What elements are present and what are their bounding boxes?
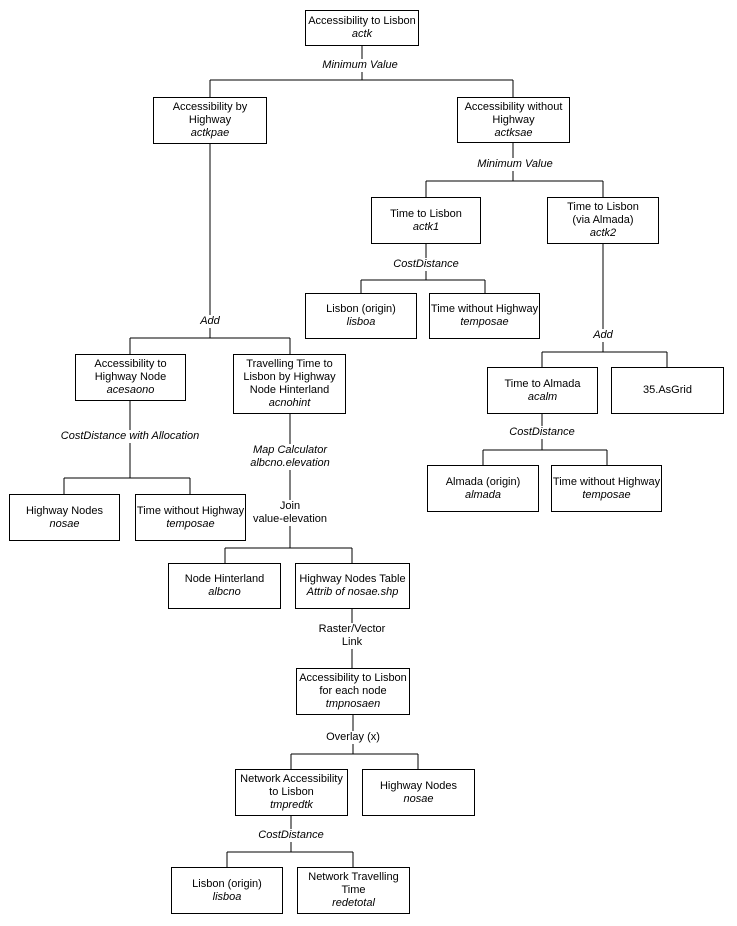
edge-label-costdistance-1: CostDistance (390, 258, 462, 271)
node-actk: Accessibility to Lisbon actk (305, 10, 419, 46)
node-35-asgrid-title: 35.AsGrid (643, 384, 692, 396)
node-acnohint-name: acnohint (268, 397, 311, 409)
node-temposae-2-name: temposae (582, 488, 631, 501)
edge-label-raster-vector-link: Raster/Vector Link (315, 623, 389, 649)
node-temposae-2: Time without Highway temposae (551, 465, 662, 512)
node-temposae-1-name: temposae (460, 316, 509, 328)
node-acnohint: Travelling Time to Lisbon by Highway Nod… (233, 354, 346, 414)
node-tmpnosaen: Accessibility to Lisbon for each node tm… (296, 668, 410, 715)
node-acalm: Time to Almada acalm (487, 367, 598, 414)
node-lisboa-1: Lisbon (origin) lisboa (305, 293, 417, 339)
edge-label-join: Join value-elevation (250, 500, 330, 526)
node-actk-title: Accessibility to Lisbon (308, 15, 416, 27)
node-tmpnosaen-name: tmpnosaen (325, 698, 381, 710)
node-almada: Almada (origin) almada (427, 465, 539, 512)
node-nosae-2: Highway Nodes nosae (362, 769, 475, 816)
node-acalm-name: acalm (527, 390, 558, 403)
node-acnohint-title: Travelling Time to Lisbon by Highway Nod… (243, 358, 336, 396)
node-tmpredtk-title: Network Accessibility to Lisbon (240, 773, 343, 798)
node-temposae-2-title: Time without Highway (552, 475, 661, 488)
node-lisboa-2: Lisbon (origin) lisboa (171, 867, 283, 914)
node-lisboa-2-name: lisboa (212, 890, 242, 903)
node-actk2: Time to Lisbon (via Almada) actk2 (547, 197, 659, 244)
node-actkpae: Accessibility by Highway actkpae (153, 97, 267, 144)
node-highway-nodes-table-name: Attrib of nosae.shp (306, 586, 399, 598)
node-redetotal-name: redetotal (332, 897, 375, 909)
node-actk2-title: Time to Lisbon (via Almada) (567, 201, 639, 226)
node-actksae-name: actksae (494, 126, 533, 139)
node-actkpae-title: Accessibility by Highway (172, 101, 248, 126)
node-nosae-2-title: Highway Nodes (379, 779, 458, 792)
node-highway-nodes-table: Highway Nodes Table Attrib of nosae.shp (295, 563, 410, 609)
node-tmpnosaen-title: Accessibility to Lisbon for each node (299, 672, 407, 697)
node-acesaono-title: Accessibility to Highway Node (94, 358, 167, 383)
node-actk-name: actk (351, 28, 373, 40)
node-almada-name: almada (464, 488, 502, 501)
edge-label-add-right: Add (590, 329, 616, 342)
node-nosae-1-title: Highway Nodes (25, 504, 104, 517)
node-actkpae-name: actkpae (190, 127, 230, 139)
node-redetotal: Network Travelling Time redetotal (297, 867, 410, 914)
node-temposae-3: Time without Highway temposae (135, 494, 246, 541)
node-albcno: Node Hinterland albcno (168, 563, 281, 609)
node-acesaono-name: acesaono (106, 384, 155, 396)
node-actk1-title: Time to Lisbon (390, 207, 462, 220)
node-lisboa-1-title: Lisbon (origin) (326, 303, 396, 315)
node-nosae-1: Highway Nodes nosae (9, 494, 120, 541)
node-temposae-3-title: Time without Highway (136, 504, 245, 517)
node-temposae-1: Time without Highway temposae (429, 293, 540, 339)
edge-label-overlay-x: Overlay (x) (323, 731, 383, 744)
edge-label-costdistance-3: CostDistance (255, 829, 327, 842)
node-actksae: Accessibility without Highway actksae (457, 97, 570, 143)
node-actk2-name: actk2 (589, 227, 617, 239)
edge-label-add-left: Add (197, 315, 223, 328)
node-albcno-title: Node Hinterland (184, 573, 265, 585)
node-tmpredtk-name: tmpredtk (270, 799, 313, 811)
node-lisboa-2-title: Lisbon (origin) (192, 877, 262, 890)
node-actksae-title: Accessibility without Highway (464, 100, 563, 126)
node-lisboa-1-name: lisboa (346, 316, 376, 328)
node-albcno-name: albcno (208, 586, 241, 598)
edge-label-costdistance-with-allocation: CostDistance with Allocation (57, 430, 203, 443)
edge-label-minimum-value-2: Minimum Value (474, 158, 556, 171)
edge-label-minimum-value-1: Minimum Value (319, 59, 401, 72)
edge-label-map-calculator: Map Calculator albcno.elevation (247, 444, 333, 470)
node-35-asgrid: 35.AsGrid (611, 367, 724, 414)
node-acalm-title: Time to Almada (504, 377, 581, 390)
node-actk1-name: actk1 (412, 220, 440, 233)
node-actk1: Time to Lisbon actk1 (371, 197, 481, 244)
node-temposae-3-name: temposae (166, 517, 215, 530)
node-redetotal-title: Network Travelling Time (308, 871, 399, 896)
edge-label-costdistance-2: CostDistance (506, 426, 578, 439)
node-highway-nodes-table-title: Highway Nodes Table (299, 573, 406, 585)
node-almada-title: Almada (origin) (445, 475, 521, 488)
node-nosae-1-name: nosae (49, 517, 80, 530)
node-acesaono: Accessibility to Highway Node acesaono (75, 354, 186, 401)
node-nosae-2-name: nosae (403, 792, 434, 805)
node-temposae-1-title: Time without Highway (430, 303, 539, 315)
node-tmpredtk: Network Accessibility to Lisbon tmpredtk (235, 769, 348, 816)
